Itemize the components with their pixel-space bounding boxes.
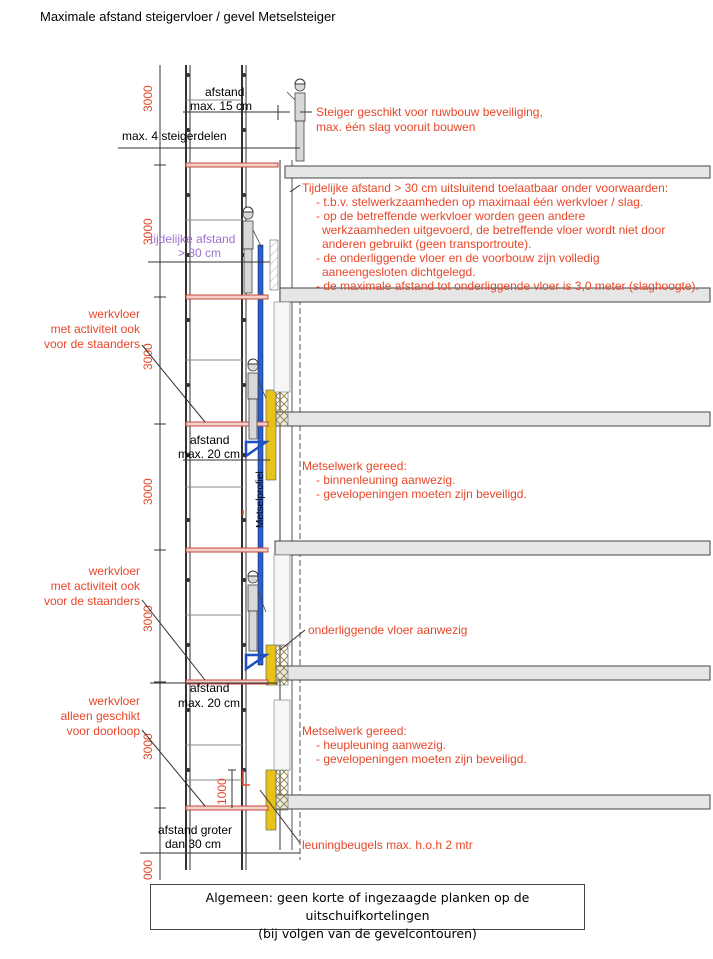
leader-lines xyxy=(141,111,312,844)
note-line: Metselwerk gereed: xyxy=(302,724,407,738)
note-line: - gevelopeningen moeten zijn beveiligd. xyxy=(316,752,527,766)
left-label: voor de staanders xyxy=(44,337,140,351)
note-line: - gevelopeningen moeten zijn beveiligd. xyxy=(316,487,527,501)
floor-height: 3000 xyxy=(141,605,155,632)
left-label: alleen geschikt xyxy=(61,709,141,723)
dim-label: max. 20 cm xyxy=(178,696,240,710)
scaffold-standards xyxy=(185,65,247,870)
dim-label: afstand groter xyxy=(158,823,232,837)
dim-label: max. 4 steigerdelen xyxy=(122,129,227,143)
left-label: met activiteit ook xyxy=(51,579,141,593)
worker-figure xyxy=(247,360,267,440)
left-labels: werkvloer met activiteit ook voor de sta… xyxy=(44,307,141,738)
dimension-labels: afstand max. 15 cm max. 4 steigerdelen a… xyxy=(122,85,252,851)
note-line: onderliggende vloer aanwezig xyxy=(308,623,467,637)
right-notes: Steiger geschikt voor ruwbouw beveiligin… xyxy=(302,105,699,852)
floor-slab xyxy=(274,794,711,810)
note-line: - t.b.v. stelwerkzaamheden op maximaal é… xyxy=(316,195,643,209)
scaffold-deck xyxy=(185,294,269,300)
scaffold-decks xyxy=(185,162,279,811)
rail-height: 1000 xyxy=(215,778,229,805)
dim-label: afstand xyxy=(205,85,244,99)
page-title: Maximale afstand steigervloer / gevel Me… xyxy=(40,9,336,24)
note-line: max. één slag vooruit bouwen xyxy=(316,120,475,134)
note-line: Metselwerk gereed: xyxy=(302,459,407,473)
general-note-box: Algemeen: geen korte of ingezaagde plank… xyxy=(150,884,585,941)
rail-brackets xyxy=(242,510,250,786)
masonry-wall xyxy=(265,239,291,831)
helmets xyxy=(242,78,306,577)
floor-height: 3000 xyxy=(141,218,155,245)
note-line: werkzaamheden uitgevoerd, de betreffende… xyxy=(321,223,665,237)
worker-figure xyxy=(247,572,267,652)
dim-label: max. 20 cm xyxy=(178,447,240,461)
dim-label: afstand xyxy=(190,433,229,447)
floor-height: 3000 xyxy=(141,478,155,505)
floor-height: 3000 xyxy=(141,733,155,760)
note-line: - heupleuning aanwezig. xyxy=(316,738,446,752)
floor-heights: 3000 3000 3000 3000 3000 000 3000 1000 xyxy=(141,85,229,880)
floor-slab xyxy=(274,665,711,681)
horizontal-dimension-lines xyxy=(118,105,300,854)
note-line: - op de betreffende werkvloer worden gee… xyxy=(316,209,586,223)
note-line: Tijdelijke afstand > 30 cm uitsluitend t… xyxy=(302,181,668,195)
floor-slab xyxy=(279,287,711,303)
floor-height: 000 xyxy=(141,860,155,880)
floor-slab xyxy=(274,411,711,427)
floor-height: 3000 xyxy=(141,85,155,112)
floor-slabs xyxy=(274,165,711,810)
scaffold-deck xyxy=(185,547,269,553)
floor-slab xyxy=(284,165,711,179)
general-note-line2: (bij volgen van de gevelcontouren) xyxy=(258,926,477,941)
note-line: anderen gebruikt (geen transportroute). xyxy=(322,237,531,251)
scaffold-deck xyxy=(185,162,279,168)
left-label: voor de staanders xyxy=(44,594,140,608)
worker-figure xyxy=(286,80,306,162)
metselprofiel-label: Metselprofiel xyxy=(255,471,266,528)
scaffold-deck xyxy=(185,679,269,685)
general-note-line1: Algemeen: geen korte of ingezaagde plank… xyxy=(205,890,530,923)
guard-rails xyxy=(186,99,242,781)
rail-dimension-line xyxy=(228,769,236,808)
floor-slab xyxy=(274,540,711,556)
note-line: aaneengesloten dichtgelegd. xyxy=(322,265,475,279)
left-label: werkvloer xyxy=(88,564,140,578)
height-dimension-line xyxy=(154,65,166,880)
note-line: - de onderliggende vloer en de voorbouw … xyxy=(316,251,600,265)
scaffold-deck xyxy=(185,805,269,811)
scaffold-deck xyxy=(185,421,269,427)
dim-label: max. 15 cm xyxy=(190,99,252,113)
dim-label: dan 30 cm xyxy=(165,837,221,851)
worker-figures xyxy=(242,80,306,652)
temp-distance-label: tijdelijke afstand > 30 cm xyxy=(150,232,235,260)
dim-label: > 30 cm xyxy=(178,246,221,260)
left-label: met activiteit ook xyxy=(51,322,141,336)
note-line: Steiger geschikt voor ruwbouw beveiligin… xyxy=(316,105,543,119)
left-label: voor doorloop xyxy=(67,724,141,738)
console-brackets xyxy=(244,440,270,672)
left-label: werkvloer xyxy=(88,694,140,708)
note-line: - de maximale afstand tot onderliggende … xyxy=(316,279,699,293)
note-line: leuningbeugels max. h.o.h 2 mtr xyxy=(302,838,473,852)
note-line: - binnenleuning aanwezig. xyxy=(316,473,455,487)
dim-label: tijdelijke afstand xyxy=(150,232,235,246)
floor-height: 3000 xyxy=(141,343,155,370)
left-label: werkvloer xyxy=(88,307,140,321)
dim-label: afstand xyxy=(190,681,229,695)
